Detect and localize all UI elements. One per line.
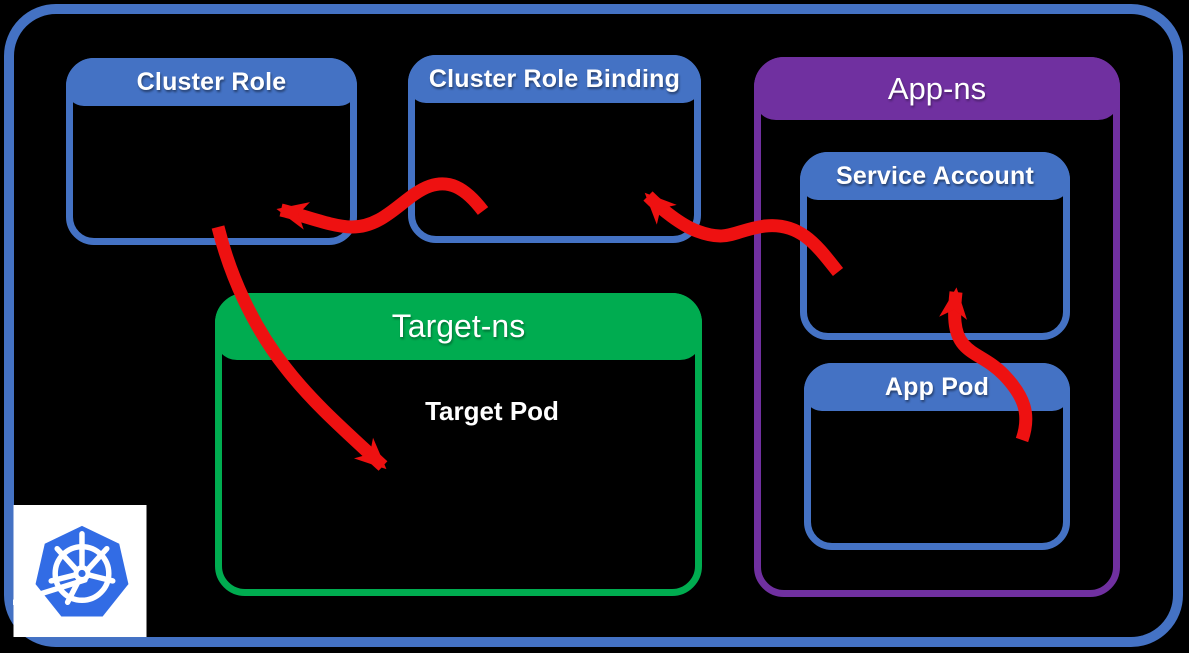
cluster-role-label: Cluster Role (136, 67, 287, 96)
target-ns-header: Target-ns (215, 293, 702, 360)
cluster-role-binding-label: Cluster Role Binding (428, 64, 681, 93)
app-pod-header: App Pod (804, 363, 1070, 411)
namespace-app-ns: App-ns Service Account App Pod (754, 57, 1120, 597)
node-service-account: Service Account (800, 152, 1070, 340)
app-pod-label: App Pod (884, 372, 990, 401)
namespace-target-ns: Target-ns Target Pod (215, 293, 702, 596)
cluster-role-header: Cluster Role (66, 58, 357, 106)
target-pod-label: Target Pod (425, 396, 559, 426)
target-ns-label: Target-ns (391, 308, 526, 344)
app-ns-header: App-ns (754, 57, 1120, 120)
service-account-header: Service Account (800, 152, 1070, 200)
service-account-label: Service Account (836, 161, 1034, 190)
node-cluster-role-binding: Cluster Role Binding (408, 55, 701, 243)
app-ns-label: App-ns (887, 70, 987, 106)
helm-wheel-icon (13, 531, 116, 605)
cluster-boundary-frame (4, 4, 1183, 647)
node-cluster-role: Cluster Role (66, 58, 357, 245)
node-app-pod: App Pod (804, 363, 1070, 550)
cluster-role-binding-header: Cluster Role Binding (408, 55, 701, 103)
kubernetes-logo (13, 505, 147, 638)
